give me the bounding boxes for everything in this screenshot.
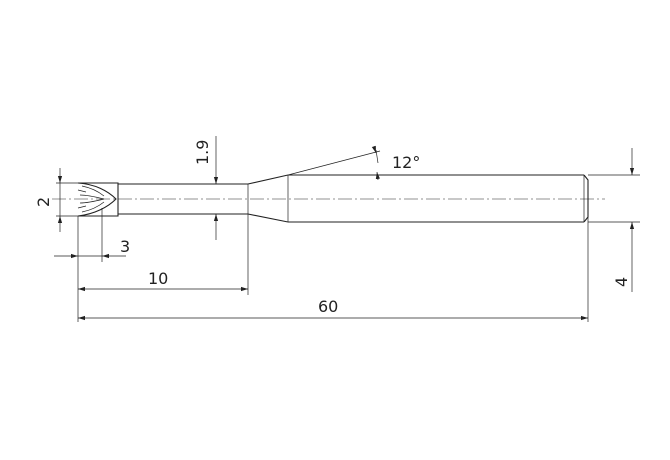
dim-shank-diameter: 4 — [612, 148, 635, 292]
dim-label-cutting-diameter: 2 — [34, 197, 53, 207]
dim-neck-diameter: 1.9 — [193, 136, 219, 240]
dim-label-flute-length: 3 — [120, 237, 130, 256]
dim-label-neck-length: 10 — [148, 269, 168, 288]
dim-label-overall-length: 60 — [318, 297, 338, 316]
dim-label-shank-diameter: 4 — [612, 277, 631, 287]
dim-overall-length: 60 — [78, 297, 588, 321]
extension-lines — [56, 150, 640, 322]
dim-label-taper-angle: 12° — [392, 153, 420, 172]
tool-outline — [77, 174, 589, 223]
dim-flute-length: 3 — [54, 237, 130, 259]
dim-taper-angle: 12° — [371, 145, 420, 181]
dim-label-neck-diameter: 1.9 — [193, 140, 212, 165]
dim-neck-length: 10 — [78, 269, 248, 292]
dim-cutting-diameter: 2 — [34, 168, 63, 232]
